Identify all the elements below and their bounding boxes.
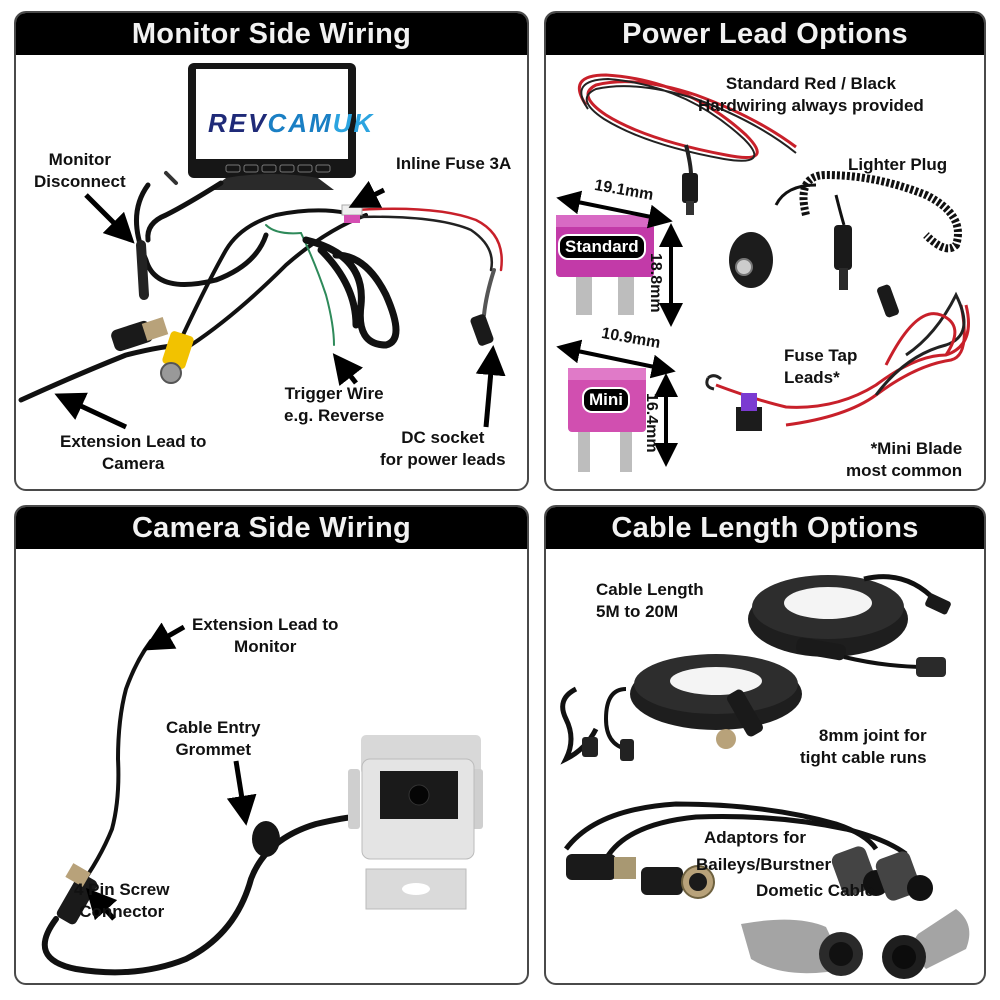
standard-fuse-icon xyxy=(556,215,654,315)
label-extension-lead-monitor: Extension Lead to Monitor xyxy=(192,615,339,656)
pointer-arrows xyxy=(54,180,506,430)
standard-fuse-badge: Standard xyxy=(560,236,644,258)
cable-coil-small-icon xyxy=(560,654,802,765)
mini-fuse-height: 16.4mm xyxy=(643,393,660,453)
four-pin-connector-icon xyxy=(56,863,98,925)
label-fuse-tap-leads: Fuse Tap Leads* xyxy=(784,346,858,387)
label-trigger-wire: Trigger Wire e.g. Reverse xyxy=(284,384,385,425)
mini-fuse-badge: Mini xyxy=(584,389,628,411)
dc-socket-icon xyxy=(470,314,494,346)
adaptor-cables-icon xyxy=(564,801,908,861)
label-adaptors-line1: Adaptors for xyxy=(704,828,806,847)
label-cable-length: Cable Length 5M to 20M xyxy=(596,580,704,621)
screw-collar-icon xyxy=(141,317,169,341)
camera-cable xyxy=(41,639,359,976)
panel-title: Power Lead Options xyxy=(546,13,984,55)
power-leads-illustration xyxy=(556,73,970,472)
power-lead-options-panel: Power Lead Options xyxy=(544,11,986,491)
monitor-side-wiring-panel: Monitor Side Wiring xyxy=(14,11,529,491)
red-black-hardwire-icon xyxy=(577,73,797,215)
label-mini-blade-note: *Mini Blade most common xyxy=(846,439,963,480)
label-cable-grommet: Cable Entry Grommet xyxy=(166,718,261,759)
label-adaptors-line2: Baileys/Burstner xyxy=(696,855,832,874)
mini-fuse-icon xyxy=(568,368,646,472)
label-extension-lead-camera: Extension Lead to Camera xyxy=(60,432,207,473)
cable-length-illustration xyxy=(560,574,970,979)
standard-fuse-height: 18.8mm xyxy=(647,253,664,313)
extension-connector-icon xyxy=(111,320,153,352)
monitor-icon xyxy=(188,63,356,190)
cable-coil-large-icon xyxy=(748,574,951,677)
label-inline-fuse: Inline Fuse 3A xyxy=(396,154,512,173)
dimension-arrows xyxy=(556,190,683,467)
connector-face-icon xyxy=(160,362,182,384)
panel-title: Cable Length Options xyxy=(546,507,984,549)
reversing-camera-icon xyxy=(348,735,483,910)
pointer-arrows xyxy=(85,622,257,921)
adaptor-connectors-icon xyxy=(566,846,970,979)
lighter-plug-icon xyxy=(729,170,962,290)
camera-side-wiring-panel: Camera Side Wiring xyxy=(14,505,529,985)
inline-fuse-icon xyxy=(344,215,360,223)
label-standard-hardwiring: Standard Red / Black Hardwiring always p… xyxy=(698,74,924,115)
inline-fuse-holder xyxy=(341,204,363,216)
label-dc-socket: DC socket for power leads xyxy=(380,428,506,469)
panel-title: Monitor Side Wiring xyxy=(16,13,527,55)
label-8mm-joint: 8mm joint for tight cable runs xyxy=(800,726,927,767)
yellow-connector-icon xyxy=(162,331,194,369)
panel-title: Camera Side Wiring xyxy=(16,507,527,549)
revcamuk-logo: REVCAMUK xyxy=(208,108,375,138)
camera-wiring-illustration xyxy=(41,622,483,976)
label-screw-connector: 4 Pin Screw Connector xyxy=(74,880,170,921)
cable-length-options-panel: Cable Length Options xyxy=(544,505,986,985)
label-lighter-plug: Lighter Plug xyxy=(848,155,948,174)
monitor-wiring-illustration xyxy=(18,63,506,430)
wiring-harness xyxy=(18,171,503,403)
fuse-tap-leads-icon xyxy=(705,284,970,431)
label-adaptors-line3: Dometic Cable xyxy=(756,881,875,900)
label-monitor-disconnect: Monitor Disconnect xyxy=(34,150,126,191)
cable-grommet-icon xyxy=(252,821,280,857)
